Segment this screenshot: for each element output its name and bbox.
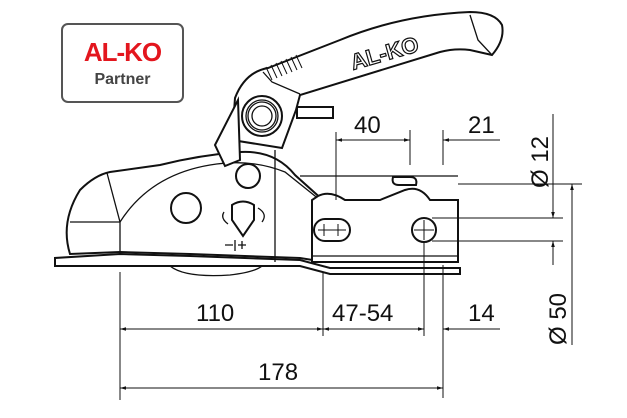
wear-indicator-symbol: [225, 240, 246, 251]
dim-40: 40: [354, 112, 381, 139]
dim-110: 110: [196, 300, 234, 327]
dim-diameter-50: Ø 50: [545, 293, 572, 345]
dim-diameter-12: Ø 12: [527, 136, 554, 188]
dim-14: 14: [468, 300, 495, 327]
logo-brand-text: AL-KO: [83, 37, 162, 67]
coupling-body: [54, 150, 461, 277]
dim-178: 178: [258, 359, 298, 386]
alko-partner-logo: AL-KO Partner: [61, 23, 184, 103]
logo-subtitle-text: Partner: [94, 71, 151, 88]
dim-47-54: 47-54: [332, 300, 393, 327]
coupling-handle: AL-KO: [213, 10, 504, 168]
dimension-lines: 40 21 Ø 12 Ø 50 110 47-54 14 178: [119, 112, 582, 400]
dim-21: 21: [468, 112, 495, 139]
